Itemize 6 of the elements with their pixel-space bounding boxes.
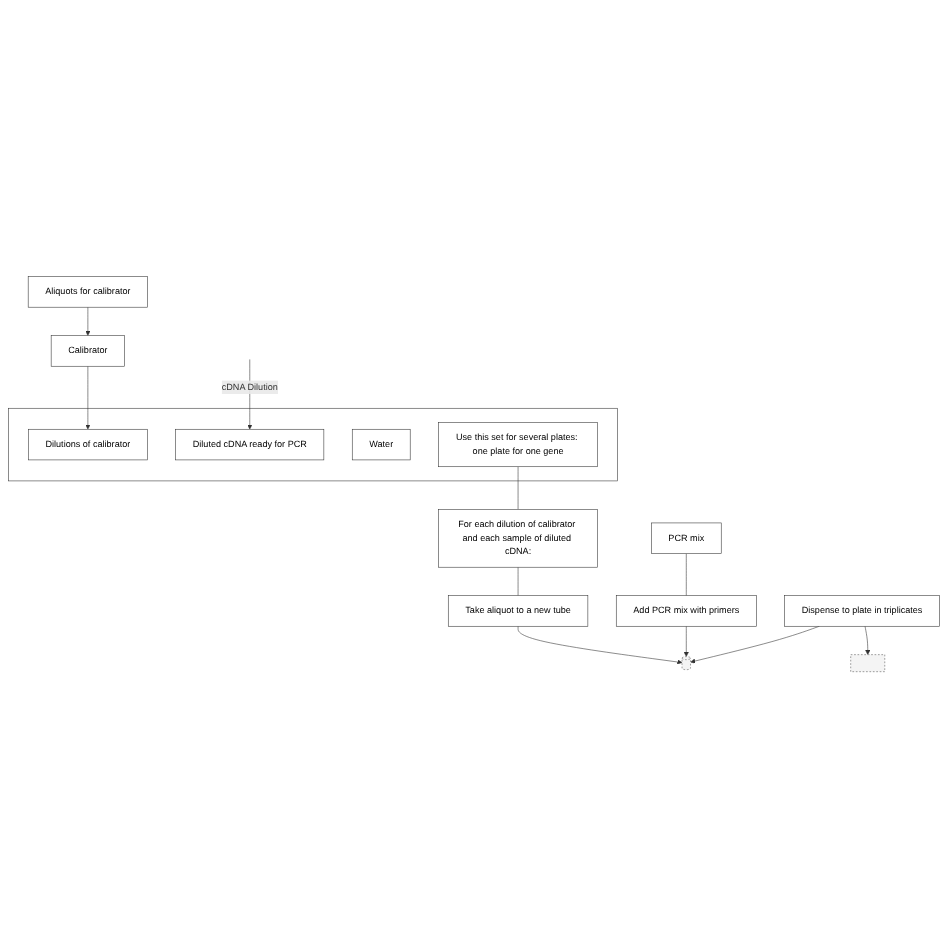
connector [517, 466, 519, 510]
node-cylinder [681, 656, 691, 670]
connector [686, 553, 687, 596]
node-box [850, 654, 886, 672]
cluster [8, 407, 618, 482]
connector [517, 566, 519, 596]
